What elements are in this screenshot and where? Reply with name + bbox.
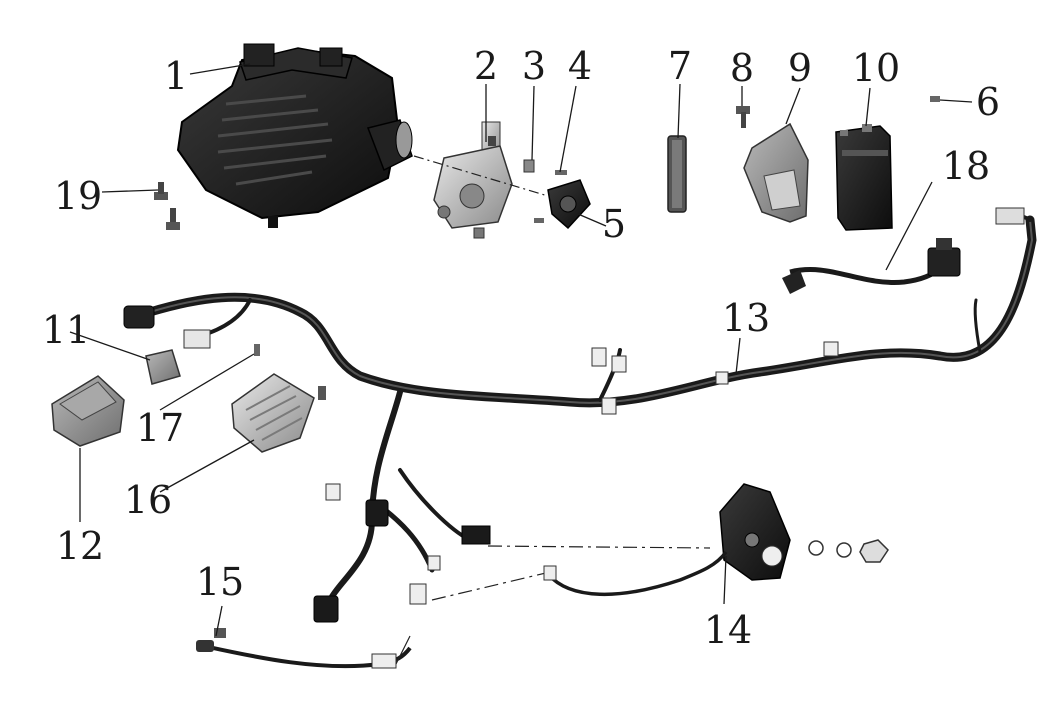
harness-connectors — [123, 207, 1025, 623]
callout-4: 4 — [567, 44, 593, 88]
callout-11: 11 — [41, 308, 91, 352]
part-6-screw — [930, 96, 940, 102]
callout-10: 10 — [851, 46, 901, 90]
callout-19: 19 — [53, 174, 103, 218]
callout-16: 16 — [123, 478, 173, 522]
part-3-nut — [523, 159, 535, 173]
part-17-screw — [254, 344, 260, 356]
part-battery-strap — [667, 135, 687, 213]
part-19-bolts — [154, 182, 180, 230]
part-regulator-rectifier — [231, 373, 326, 453]
part-battery — [835, 124, 893, 231]
assembly-line-lead — [431, 571, 551, 601]
callout-5: 5 — [601, 202, 627, 246]
callout-17: 17 — [135, 406, 185, 450]
callout-7: 7 — [667, 44, 693, 88]
part-brake-switch — [196, 635, 412, 669]
part-4-screw — [555, 170, 567, 175]
callout-15: 15 — [195, 560, 245, 604]
callout-18: 18 — [941, 144, 991, 188]
callout-2: 2 — [473, 44, 499, 88]
relay-lead — [546, 550, 728, 597]
part-battery-bracket — [743, 122, 809, 223]
callout-6: 6 — [975, 80, 1001, 124]
part-starter-relay — [719, 483, 889, 581]
callout-8: 8 — [729, 46, 755, 90]
callout-3: 3 — [521, 44, 547, 88]
part-intake-joint — [534, 179, 591, 230]
part-8-bolt — [736, 106, 750, 128]
leader-lines — [69, 63, 973, 637]
callout-14: 14 — [703, 608, 753, 652]
part-cdi-unit — [51, 375, 125, 447]
relay-lead-connector — [543, 565, 557, 581]
callout-13: 13 — [721, 296, 771, 340]
part-relay — [145, 349, 181, 385]
assembly-line-carb — [413, 155, 549, 197]
part-ignition-coil — [782, 238, 961, 294]
part-air-filter-box — [176, 43, 413, 228]
callout-9: 9 — [787, 46, 813, 90]
callout-12: 12 — [55, 524, 105, 568]
part-15-fitting — [214, 628, 226, 638]
part-carburetor — [433, 121, 513, 239]
assembly-line-relay — [487, 545, 711, 549]
callout-1: 1 — [163, 54, 189, 98]
